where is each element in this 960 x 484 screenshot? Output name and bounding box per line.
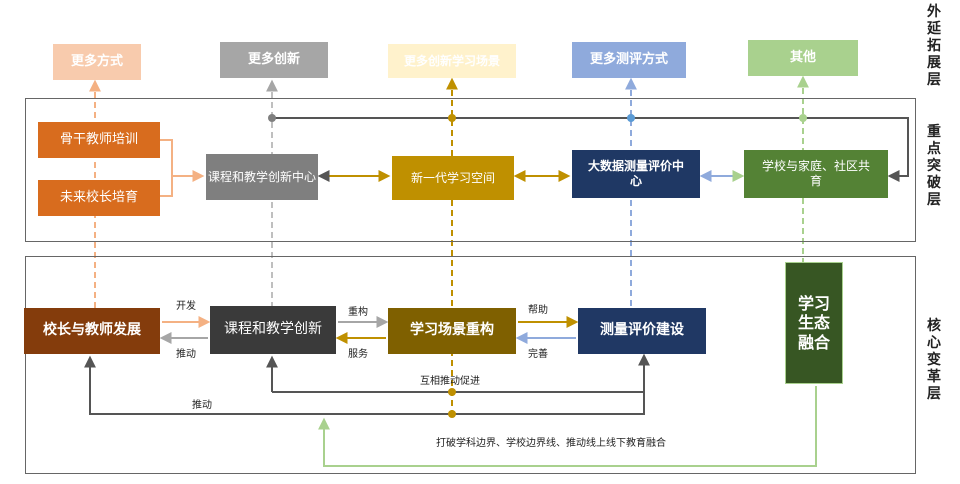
push1-label: 推动 [176,349,196,360]
mutual-label: 互相推动促进 [420,376,480,387]
break-boundary-label: 打破学科边界、学校边界线、推动线上线下教育融合 [436,438,666,449]
learning-space-box: 新一代学习空间 [392,156,514,200]
focus-top-bus [272,117,909,182]
more-scenes-box: 更多创新学习场景 [388,44,516,78]
bigdata-center-box: 大数据测量评价中心 [572,150,700,198]
improve-label: 完善 [528,349,548,360]
curriculum-center-box: 课程和教学创新中心 [206,154,318,200]
layer-title-core: 核心变革层 [927,318,941,402]
push2-label: 推动 [192,400,212,411]
more-eval-box: 更多测评方式 [572,42,686,78]
help-label: 帮助 [528,305,548,316]
push2-loop [84,355,645,415]
develop-label: 开发 [176,301,196,312]
eco-fusion-box: 学习生态融合 [785,262,843,384]
backbone-training-box: 骨干教师培训 [38,122,160,158]
scene-rebuild-box: 学习场景重构 [388,308,516,354]
focus-layer-panel [25,98,916,242]
bus-dot-gold [448,114,456,122]
eco-loop [318,386,817,467]
school-family-box: 学校与家庭、社区共育 [744,150,888,198]
eval-build-box: 测量评价建设 [578,308,706,354]
orange-merge-connector [160,139,173,197]
more-methods-box: 更多方式 [53,44,141,80]
core-layer-panel [25,256,916,474]
bus-dot-green [799,114,807,122]
curriculum-innovation-box: 课程和教学创新 [210,306,336,354]
layer-title-focus: 重点突破层 [927,124,941,208]
more-innovation-box: 更多创新 [220,42,328,78]
push2-dot [448,410,456,418]
serve-label: 服务 [348,349,368,360]
bus-dot-gray [268,114,276,122]
bus-dot-blue [627,114,635,122]
principal-dev-box: 校长与教师发展 [24,308,160,354]
layer-title-outer: 外延拓展层 [927,4,941,88]
mutual-dot [448,388,456,396]
mutual-loop [272,353,650,393]
future-principal-box: 未来校长培育 [38,180,160,216]
construct-label: 重构 [348,307,368,318]
other-box: 其他 [748,40,858,76]
